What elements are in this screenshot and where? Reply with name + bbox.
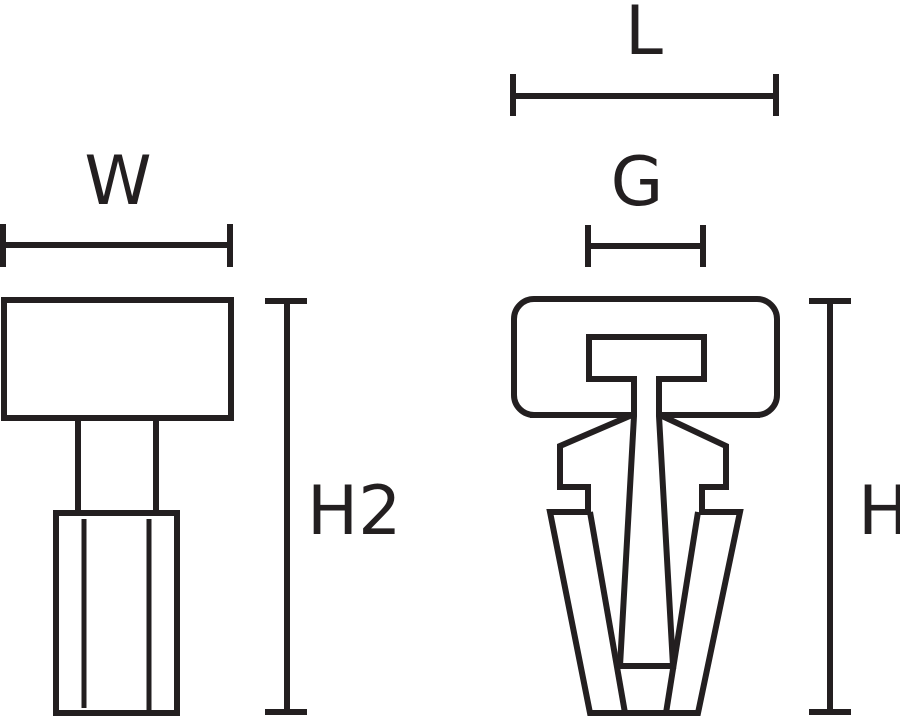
leg-inner-left (587, 511, 628, 714)
dimension-w: W (0, 142, 233, 267)
label-h2: H2 (307, 472, 401, 551)
front-view-part (511, 296, 780, 716)
dimension-h2: H2 (265, 298, 401, 715)
head-rectangle (1, 297, 234, 421)
dimension-g: G (585, 143, 706, 267)
side-view-part (1, 297, 234, 716)
label-l: L (625, 0, 663, 71)
label-h: H (858, 472, 900, 551)
base-rectangle (53, 510, 180, 716)
label-g: G (611, 143, 664, 222)
leg-inner-right (663, 511, 701, 714)
dimension-l: L (510, 0, 779, 116)
label-w: W (84, 142, 151, 221)
dimension-h: H (809, 298, 900, 715)
t-slot-stem (586, 334, 707, 669)
